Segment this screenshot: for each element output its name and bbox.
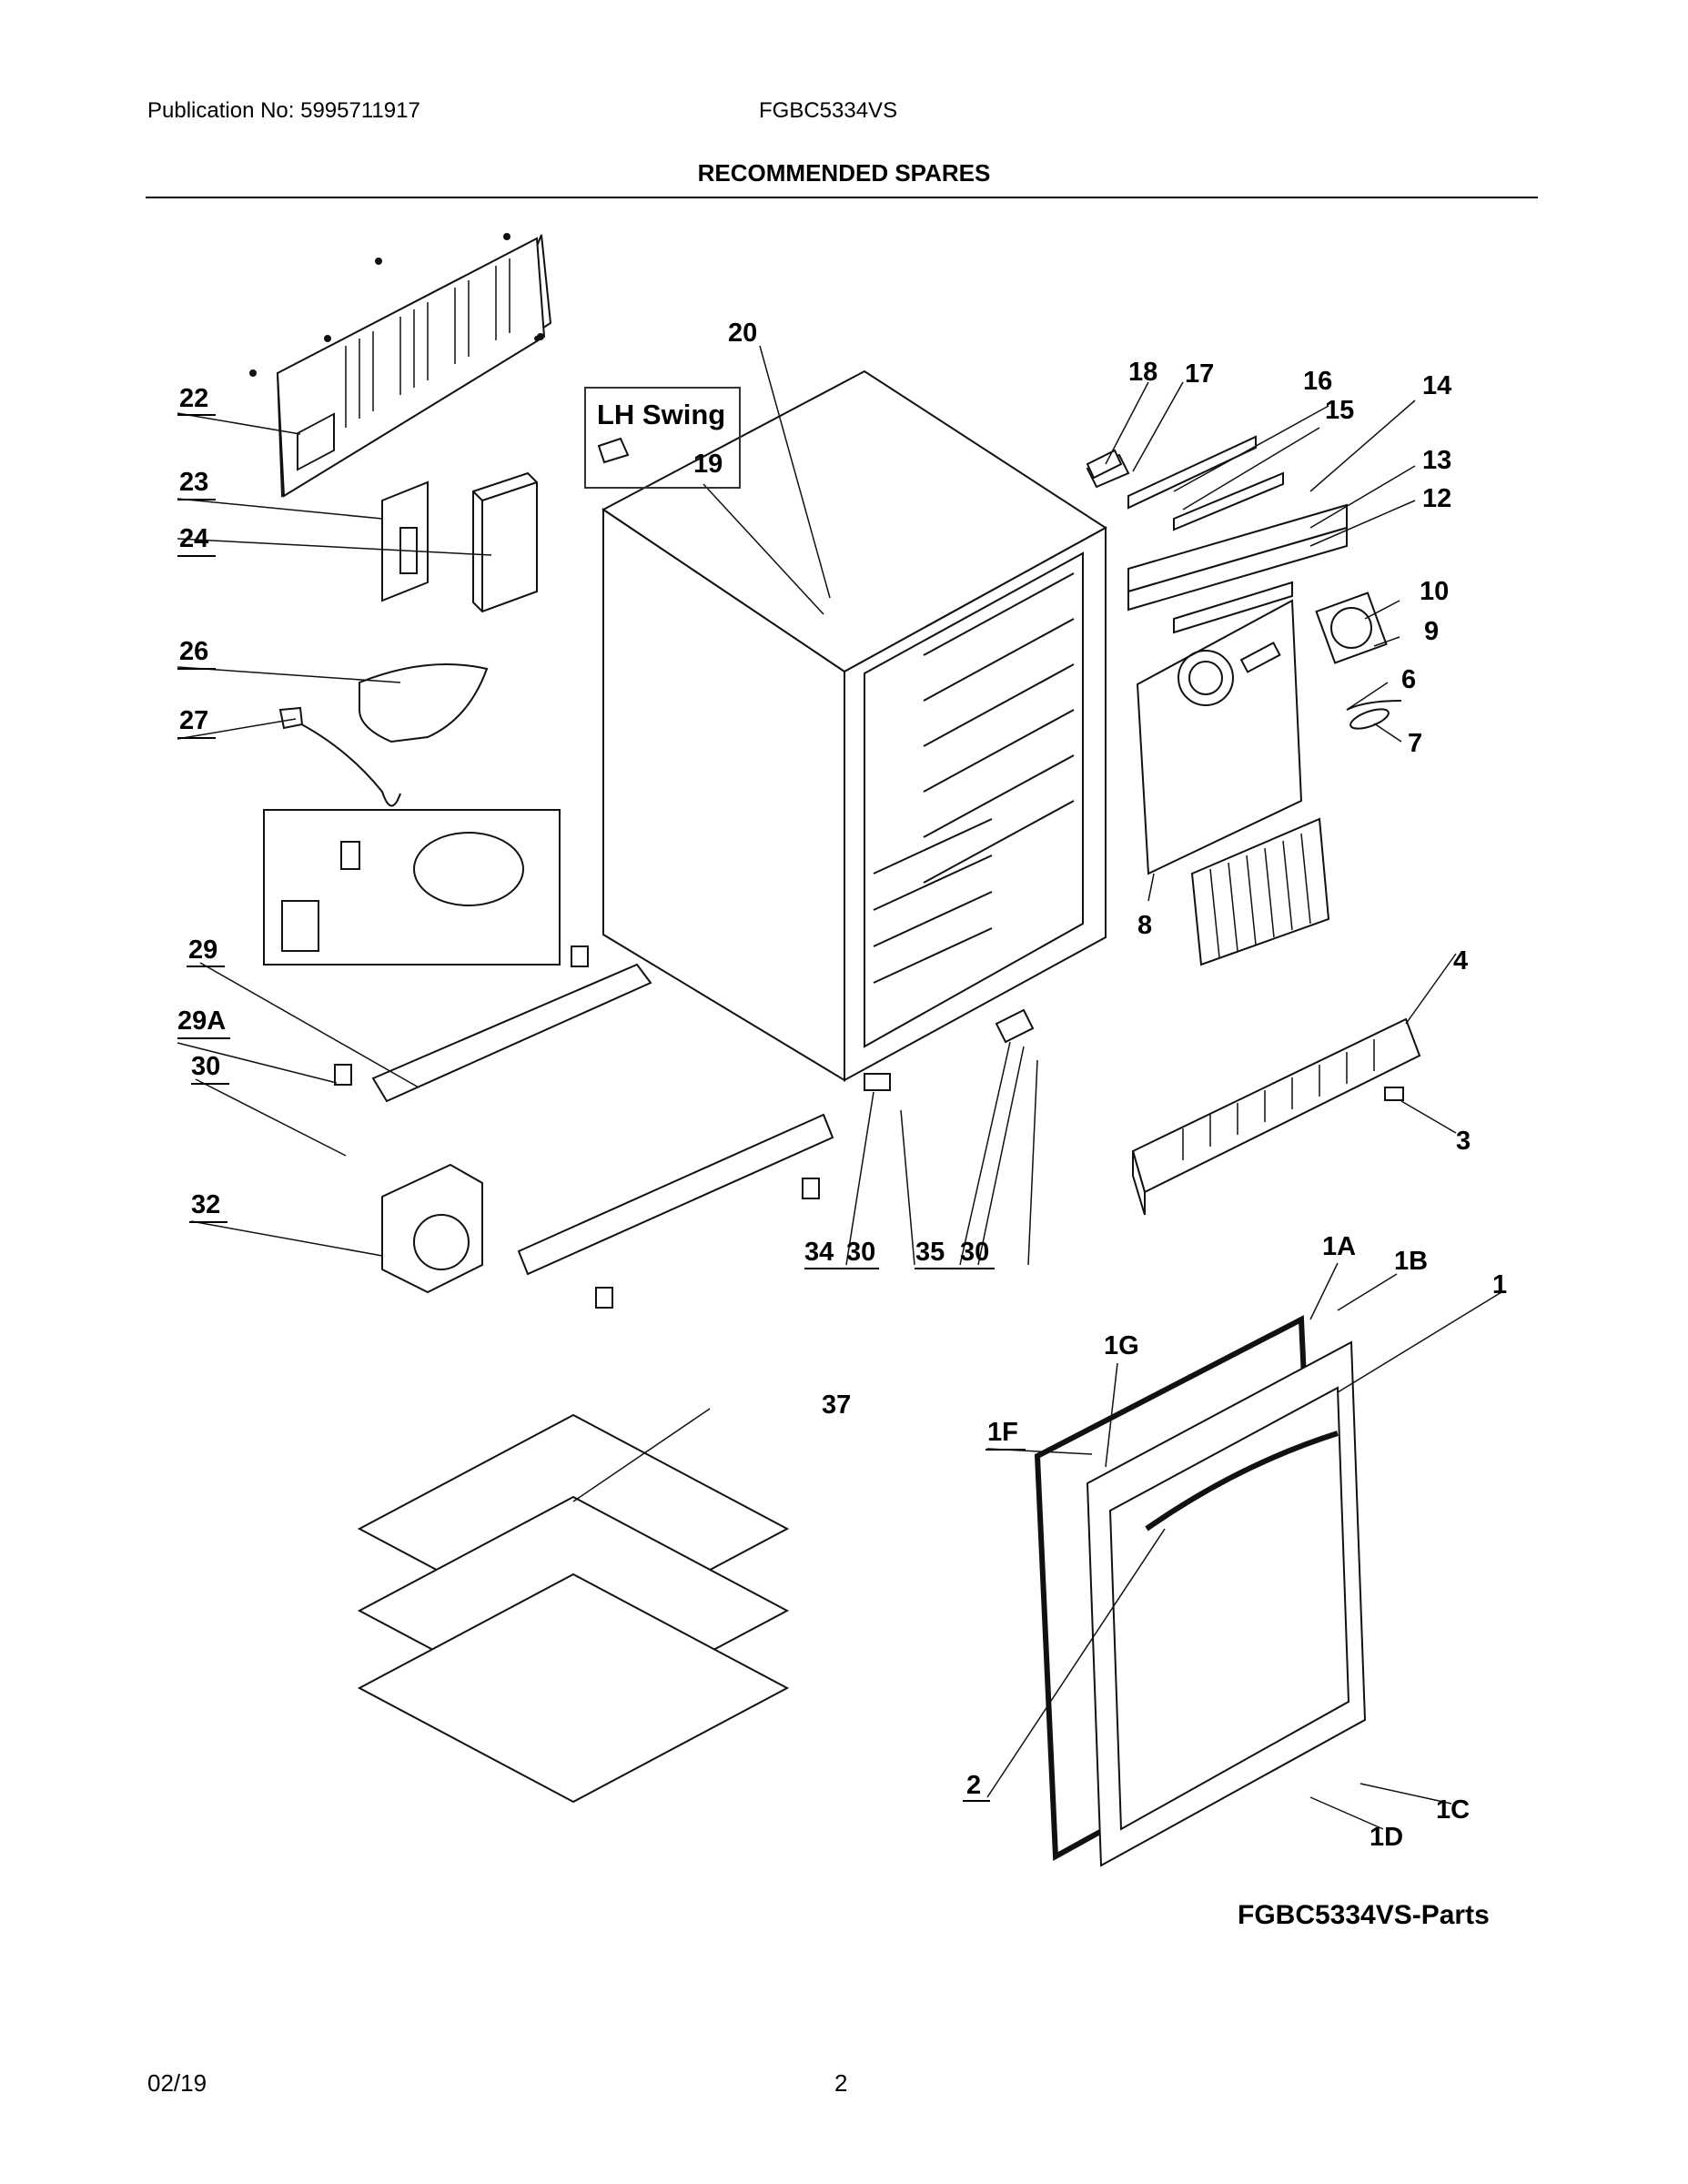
callout-6: 6 [1401, 665, 1417, 694]
callout-26-underline [177, 668, 216, 670]
callout-4: 4 [1453, 946, 1469, 976]
condenser-fan-assembly [381, 1163, 483, 1294]
callout-32-underline [189, 1221, 227, 1223]
glass-shelves [357, 1413, 790, 1804]
callout-27-underline [177, 737, 216, 739]
power-cord [290, 718, 401, 807]
callout-20: 20 [728, 318, 758, 348]
callout-32: 32 [191, 1190, 221, 1219]
temperature-sensor [1346, 700, 1402, 711]
parts-reference-label: FGBC5334VS-Parts [1238, 1900, 1490, 1930]
callout-18: 18 [1128, 358, 1158, 387]
base-rail-left [371, 963, 652, 1103]
model-number: FGBC5334VS [759, 98, 898, 123]
callout-30: 30 [191, 1052, 221, 1081]
top-trim-assembly [1086, 435, 1348, 634]
lh-swing-title: LH Swing [597, 399, 726, 430]
cabinet [601, 369, 1107, 1082]
top-hinge-18 [1086, 449, 1123, 480]
evaporator-coil [1190, 817, 1330, 966]
callout-1g: 1G [1104, 1331, 1139, 1360]
kick-plate-grille [1131, 1017, 1421, 1216]
lh-swing-inset [584, 387, 741, 489]
compressor-cover [359, 663, 489, 743]
leveling-leg [334, 1064, 352, 1086]
evaporator-fan [1315, 592, 1388, 664]
callout-15: 15 [1325, 396, 1355, 425]
callout-1b: 1B [1394, 1247, 1429, 1276]
callout-1a: 1A [1322, 1232, 1357, 1261]
leveling-leg [571, 945, 589, 967]
callout-9: 9 [1424, 617, 1440, 646]
callout-37: 37 [822, 1390, 852, 1420]
title-rule [146, 197, 1538, 198]
callout-23-underline [177, 499, 216, 500]
bottom-hinge-35 [995, 1008, 1035, 1044]
callout-35: 35 [915, 1238, 945, 1267]
base-rail-right [517, 1113, 834, 1276]
callout-1d: 1D [1370, 1823, 1404, 1852]
callout-29a-underline [177, 1037, 230, 1039]
callout-1f-underline [986, 1449, 1026, 1451]
callout-34: 34 [804, 1238, 834, 1267]
callout-3: 3 [1456, 1127, 1471, 1156]
control-board-and-cover [381, 471, 538, 613]
callout-1c: 1C [1436, 1795, 1471, 1825]
callout-2: 2 [966, 1771, 982, 1800]
leveling-leg [802, 1178, 820, 1199]
callout-34-underline [804, 1268, 879, 1269]
callout-29-underline [187, 966, 225, 967]
leader-lines [177, 345, 1502, 1830]
bottom-hinge-34 [864, 1073, 891, 1091]
lh-swing-hinge-icon [597, 437, 630, 464]
callout-30-underline [191, 1083, 229, 1085]
callout-26: 26 [179, 637, 209, 666]
callout-23: 23 [179, 468, 209, 497]
callout-22: 22 [179, 384, 209, 413]
callout-22-underline [177, 414, 216, 416]
rear-cover-panel [249, 233, 552, 498]
door-assembly [1086, 1340, 1367, 1867]
page-title: RECOMMENDED SPARES [697, 159, 991, 187]
callout-2-underline [963, 1800, 990, 1802]
callout-30c: 30 [960, 1238, 990, 1267]
callout-17: 17 [1185, 359, 1215, 389]
callout-14: 14 [1422, 371, 1452, 400]
publication-number: Publication No: 5995711917 [147, 98, 420, 123]
callout-35-underline [915, 1268, 995, 1269]
page-number: 2 [834, 2069, 848, 2097]
callout-24: 24 [179, 524, 209, 553]
callout-29a: 29A [177, 1006, 227, 1036]
callout-10: 10 [1420, 577, 1450, 606]
compressor-assembly-box [263, 809, 561, 966]
callout-24-underline [177, 555, 216, 557]
leveling-leg [595, 1287, 613, 1309]
callout-12: 12 [1422, 484, 1452, 513]
callout-16: 16 [1303, 367, 1333, 396]
callout-13: 13 [1422, 446, 1452, 475]
callout-27: 27 [179, 706, 209, 735]
callout-1f: 1F [987, 1418, 1018, 1447]
callout-30b: 30 [846, 1238, 876, 1267]
callout-29: 29 [188, 935, 218, 965]
callout-8: 8 [1137, 911, 1153, 940]
callout-1: 1 [1492, 1270, 1508, 1299]
footer-date: 02/19 [147, 2069, 207, 2097]
sensor-clip [1349, 708, 1390, 730]
kick-plate-clip [1384, 1087, 1404, 1101]
callout-7: 7 [1408, 729, 1423, 758]
callout-19: 19 [693, 450, 723, 479]
evaporator-cover-panel [1136, 599, 1303, 875]
